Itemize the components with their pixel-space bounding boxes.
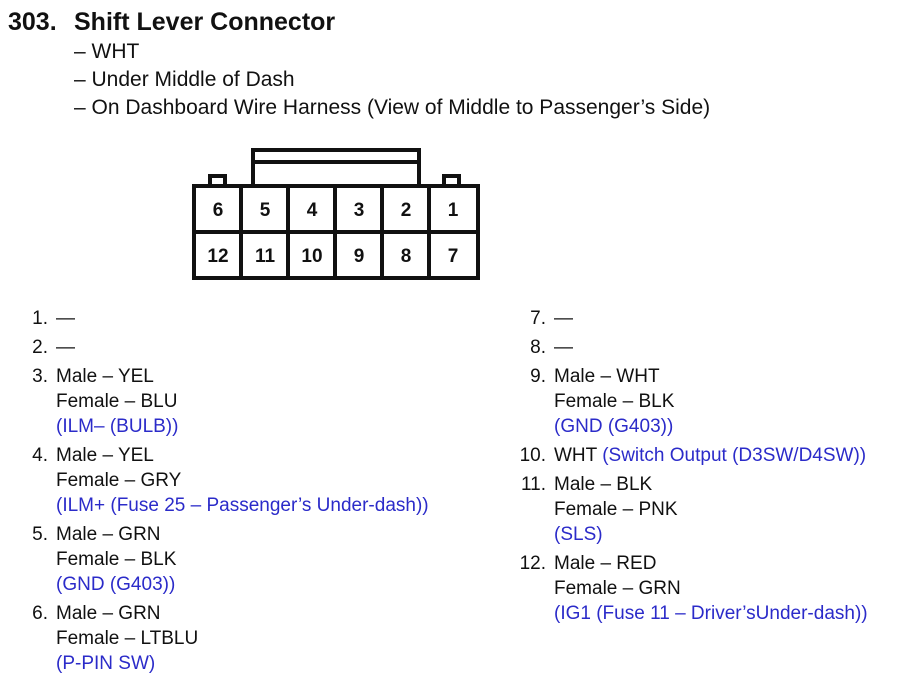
right-ear	[442, 174, 461, 186]
pin-entry: 12. Male – RED Female – GRN (IG1 (Fuse 1…	[510, 551, 905, 626]
pin-wire-female: Female – GRY	[56, 470, 182, 491]
connector-harness: – On Dashboard Wire Harness (View of Mid…	[74, 96, 711, 119]
cavity-label: 12	[207, 246, 228, 267]
pin-wire-female: Female – GRN	[554, 578, 681, 599]
pin-number: 1.	[32, 308, 48, 329]
pin-entry: 8. —	[510, 335, 905, 360]
cavity-label: 6	[213, 200, 224, 221]
pin-wire: —	[554, 308, 573, 329]
pin-circuit: (ILM+ (Fuse 25 – Passenger’s Under-dash)…	[56, 495, 429, 516]
pin-wire: Male – GRN	[56, 524, 161, 545]
pin-wire: —	[56, 337, 75, 358]
pin-wire: —	[56, 308, 75, 329]
pin-entry: 9. Male – WHT Female – BLK (GND (G403))	[510, 364, 905, 439]
pin-list-left: 1. — 2. — 3. Male – YEL Female – BLU (IL…	[12, 306, 482, 680]
pin-number: 4.	[32, 445, 48, 466]
pin-wire-female: Female – BLU	[56, 391, 178, 412]
pin-number: 5.	[32, 524, 48, 545]
connector-heading: 303. Shift Lever Connector – WHT – Under …	[8, 6, 710, 122]
pin-entry: 3. Male – YEL Female – BLU (ILM– (BULB))	[12, 364, 482, 439]
pin-wire: Male – RED	[554, 553, 657, 574]
pin-number: 10.	[519, 445, 546, 466]
pin-number: 3.	[32, 366, 48, 387]
pin-list-right: 7. — 8. — 9. Male – WHT Female – BLK (GN…	[510, 306, 905, 630]
pin-wire-row: WHT (Switch Output (D3SW/D4SW))	[554, 443, 905, 468]
pin-circuit: (SLS)	[554, 524, 603, 545]
pin-entry: 10. WHT (Switch Output (D3SW/D4SW))	[510, 443, 905, 468]
pin-wire: Male – YEL	[56, 445, 154, 466]
pin-wire: —	[554, 337, 573, 358]
pin-wire: Male – WHT	[554, 366, 660, 387]
connector-face-drawing: 6 5 4 3 2 1 12 11 10 9 8 7	[192, 148, 480, 280]
pin-entry: 4. Male – YEL Female – GRY (ILM+ (Fuse 2…	[12, 443, 482, 518]
connector-number: 303.	[8, 8, 57, 36]
lock-tab	[251, 148, 421, 186]
pin-wire: WHT	[554, 445, 597, 466]
cavity-label: 4	[307, 200, 318, 221]
pin-circuit: (IG1 (Fuse 11 – Driver’sUnder-dash))	[554, 603, 868, 624]
pin-number: 11.	[520, 474, 546, 495]
cavity-label: 2	[401, 200, 412, 221]
cavity-label: 7	[448, 246, 459, 267]
pin-circuit: (P-PIN SW)	[56, 653, 156, 674]
pin-entry: 6. Male – GRN Female – LTBLU (P-PIN SW)	[12, 601, 482, 676]
pin-number: 8.	[530, 337, 546, 358]
pin-wire: Male – BLK	[554, 474, 653, 495]
pin-wire: Male – GRN	[56, 603, 161, 624]
pin-circuit: (ILM– (BULB))	[56, 416, 179, 437]
cavity-label: 3	[354, 200, 365, 221]
pin-wire-female: Female – PNK	[554, 499, 678, 520]
pin-entry: 1. —	[12, 306, 482, 331]
pin-entry: 7. —	[510, 306, 905, 331]
pin-wire-female: Female – BLK	[554, 391, 675, 412]
pin-number: 7.	[530, 308, 546, 329]
connector-diagram: 6 5 4 3 2 1 12 11 10 9 8 7	[190, 146, 485, 291]
cavity-label: 9	[354, 246, 365, 267]
pin-number: 9.	[530, 366, 546, 387]
cavity-label: 10	[301, 246, 322, 267]
pin-entry: 11. Male – BLK Female – PNK (SLS)	[510, 472, 905, 547]
pin-circuit: (GND (G403))	[56, 574, 176, 595]
pin-circuit: (Switch Output (D3SW/D4SW))	[602, 445, 867, 466]
connector-color: – WHT	[74, 40, 140, 63]
pin-entry: 2. —	[12, 335, 482, 360]
cavity-label: 11	[255, 246, 276, 267]
connector-name: Shift Lever Connector	[74, 8, 336, 36]
pin-entry: 5. Male – GRN Female – BLK (GND (G403))	[12, 522, 482, 597]
pin-wire-female: Female – LTBLU	[56, 628, 199, 649]
cavity-label: 5	[260, 200, 271, 221]
pin-number: 12.	[519, 553, 546, 574]
pin-number: 2.	[32, 337, 48, 358]
pin-number: 6.	[32, 603, 48, 624]
cavity-label: 8	[401, 246, 412, 267]
pin-wire: Male – YEL	[56, 366, 154, 387]
connector-location: – Under Middle of Dash	[74, 68, 295, 91]
cavity-label: 1	[448, 200, 459, 221]
left-ear	[208, 174, 227, 186]
pin-circuit: (GND (G403))	[554, 416, 674, 437]
page-title: 303. Shift Lever Connector	[8, 6, 710, 38]
pin-wire-female: Female – BLK	[56, 549, 177, 570]
